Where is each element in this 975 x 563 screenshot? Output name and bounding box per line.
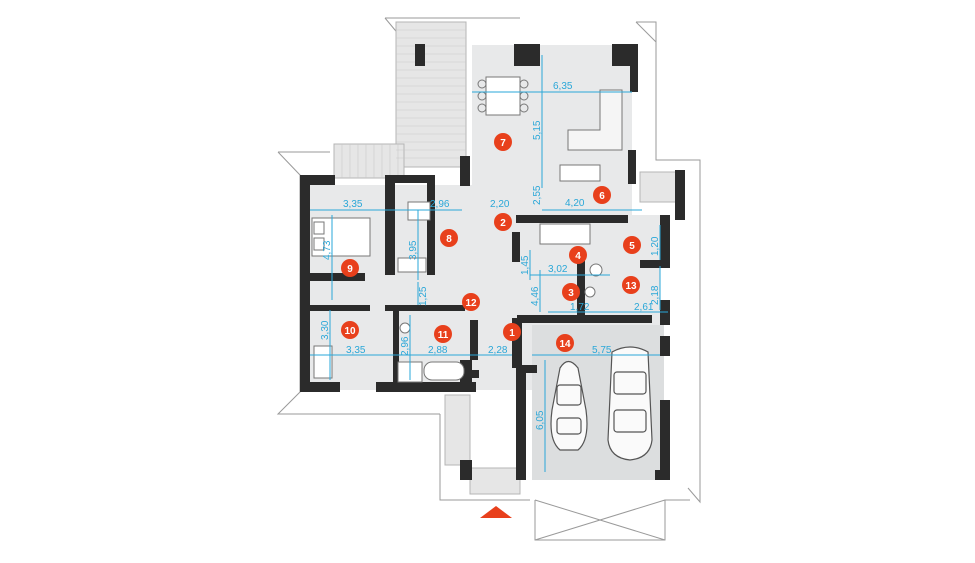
boiler	[589, 263, 603, 277]
kitchen-island	[559, 164, 601, 182]
dimension-label: 2,28	[488, 345, 508, 356]
dimension-label: 1,20	[650, 236, 661, 256]
room-badge-6: 6	[593, 186, 611, 204]
dimension-label: 4,73	[322, 240, 333, 260]
room-number: 11	[438, 330, 449, 341]
room-number: 14	[559, 339, 571, 350]
room-number: 7	[500, 138, 506, 149]
dimension-label: 6,05	[535, 410, 546, 430]
room-badge-11: 11	[434, 325, 452, 343]
room-number: 9	[347, 264, 353, 275]
dimension-label: 1,45	[520, 255, 531, 275]
car-icon	[550, 360, 588, 451]
dimension-label: 2,96	[430, 199, 450, 210]
room-badge-4: 4	[569, 246, 587, 264]
dimension-label: 3,35	[346, 345, 366, 356]
dimension-label: 2,88	[428, 345, 448, 356]
room-number: 5	[629, 241, 635, 252]
dimension-label: 5,75	[592, 345, 612, 356]
entrance-arrow-icon	[480, 506, 512, 518]
kitchen-counter	[539, 223, 591, 245]
room-number: 8	[446, 234, 452, 245]
terrace-lines	[341, 29, 466, 178]
bathtub-icon	[423, 361, 465, 381]
dimension-label: 1,72	[570, 302, 590, 313]
room-badge-1: 1	[503, 323, 521, 341]
dining-table-icon	[477, 76, 529, 116]
dimension-label: 3,30	[320, 320, 331, 340]
room-number: 1	[509, 328, 515, 339]
room-badge-5: 5	[623, 236, 641, 254]
room-number: 6	[599, 191, 605, 202]
room-badge-14: 14	[556, 334, 574, 352]
dimension-label: 2,55	[532, 185, 543, 205]
room-badge-8: 8	[440, 229, 458, 247]
room-badges: 1 2 3 4 5 6 7 8 9 10 11 12 13 14	[341, 133, 641, 352]
dimension-label: 3,02	[548, 264, 568, 275]
dimension-labels: 6,35 5,15 2,55 4,20 3,35 2,96 2,20 4,73 …	[320, 81, 661, 430]
room-number: 4	[575, 251, 581, 262]
dimension-label: 4,20	[565, 198, 585, 209]
bed-icon	[311, 217, 371, 257]
desk	[407, 201, 431, 221]
sofa-small	[397, 257, 427, 273]
dimension-label: 5,15	[532, 120, 543, 140]
room-badge-9: 9	[341, 259, 359, 277]
room-number: 12	[465, 298, 477, 309]
dimension-label: 1,25	[418, 286, 429, 306]
dimension-label: 2,20	[490, 199, 510, 210]
car-icon	[607, 346, 653, 461]
dimension-label: 3,35	[343, 199, 363, 210]
room-badge-2: 2	[494, 213, 512, 231]
dimension-label: 4,46	[530, 286, 541, 306]
room-number: 10	[344, 326, 356, 337]
room-badge-7: 7	[494, 133, 512, 151]
furniture	[311, 76, 623, 383]
room-number: 2	[500, 218, 506, 229]
room-number: 13	[625, 281, 637, 292]
toilet-icon	[399, 286, 596, 334]
dimension-label: 2,96	[400, 336, 411, 356]
sofa-icon	[567, 89, 623, 151]
dimension-lines	[310, 55, 668, 472]
dimension-label: 2,18	[650, 285, 661, 305]
wardrobe	[313, 345, 333, 379]
room-badge-13: 13	[622, 276, 640, 294]
dimension-label: 3,95	[408, 240, 419, 260]
dimension-label: 2,61	[634, 302, 654, 313]
dimension-label: 6,35	[553, 81, 573, 92]
room-badge-10: 10	[341, 321, 359, 339]
room-number: 3	[568, 288, 574, 299]
room-badge-3: 3	[562, 283, 580, 301]
room-badge-12: 12	[462, 293, 480, 311]
